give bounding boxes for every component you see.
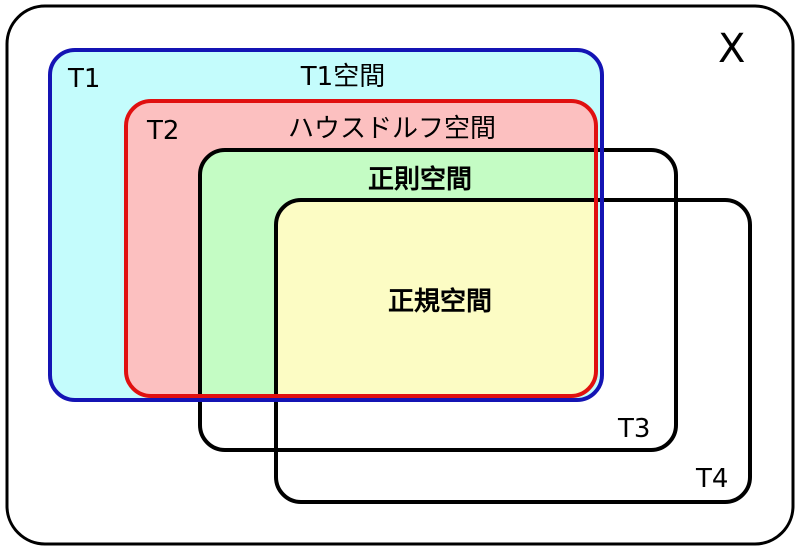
t3-region-name: 正則空間 bbox=[368, 164, 472, 195]
t4-outline bbox=[274, 198, 752, 504]
t4-label: T4 bbox=[695, 464, 728, 494]
t4-normal-region bbox=[276, 200, 596, 396]
universe-label: X bbox=[718, 26, 745, 72]
t2-label: T2 bbox=[146, 116, 179, 146]
t2-region-name: ハウスドルフ空間 bbox=[288, 114, 496, 144]
t1-region-name: T1空間 bbox=[300, 62, 385, 92]
t3-label: T3 bbox=[617, 414, 650, 444]
t1-label: T1 bbox=[67, 64, 100, 94]
t3-outline bbox=[198, 148, 678, 452]
t4-region-name: 正規空間 bbox=[388, 286, 492, 317]
t1-outline bbox=[48, 48, 604, 402]
t2-outline bbox=[124, 99, 598, 398]
